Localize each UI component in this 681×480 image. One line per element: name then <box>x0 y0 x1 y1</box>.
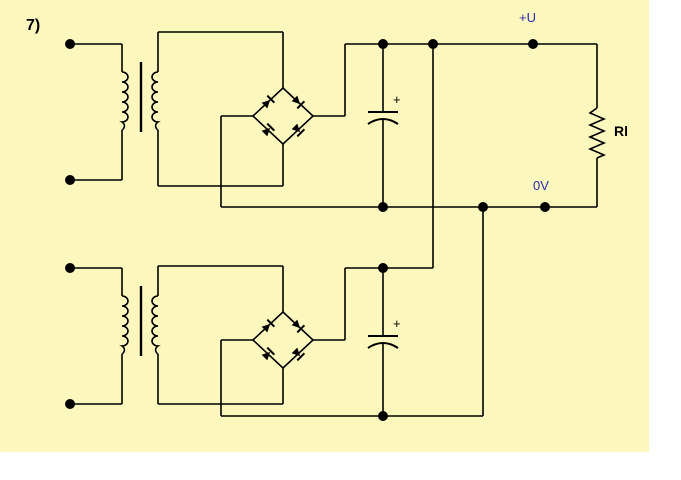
ground-output-terminal <box>540 202 550 212</box>
lower-input-terminal-a <box>65 263 75 273</box>
junction-dot <box>378 411 388 421</box>
load-resistor-label: Rl <box>614 123 628 139</box>
junction-dot <box>378 263 388 273</box>
upper-capacitor-polarity: + <box>393 92 401 107</box>
positive-output-terminal <box>528 39 538 49</box>
positive-rail-label: +U <box>519 10 536 25</box>
lower-stage <box>70 265 483 417</box>
junction-dot <box>478 202 488 212</box>
lower-capacitor-polarity: + <box>393 316 401 331</box>
upper-transformer <box>119 62 161 132</box>
junction-dot <box>378 202 388 212</box>
junction-dot <box>378 39 388 49</box>
ground-rail-label: 0V <box>533 178 549 193</box>
lower-input-terminal-b <box>65 399 75 409</box>
junction-dots <box>65 39 550 421</box>
upper-capacitor <box>367 111 399 125</box>
lower-capacitor <box>367 335 399 349</box>
upper-input-terminal-b <box>65 175 75 185</box>
diagram-panel <box>0 0 649 452</box>
load-resistor <box>587 107 607 159</box>
figure-number: 7) <box>26 17 40 34</box>
upper-stage <box>70 31 598 416</box>
upper-input-terminal-a <box>65 39 75 49</box>
upper-bridge-rectifier <box>251 86 315 146</box>
lower-bridge-rectifier <box>251 310 315 370</box>
junction-dot <box>428 39 438 49</box>
lower-transformer <box>119 286 161 356</box>
